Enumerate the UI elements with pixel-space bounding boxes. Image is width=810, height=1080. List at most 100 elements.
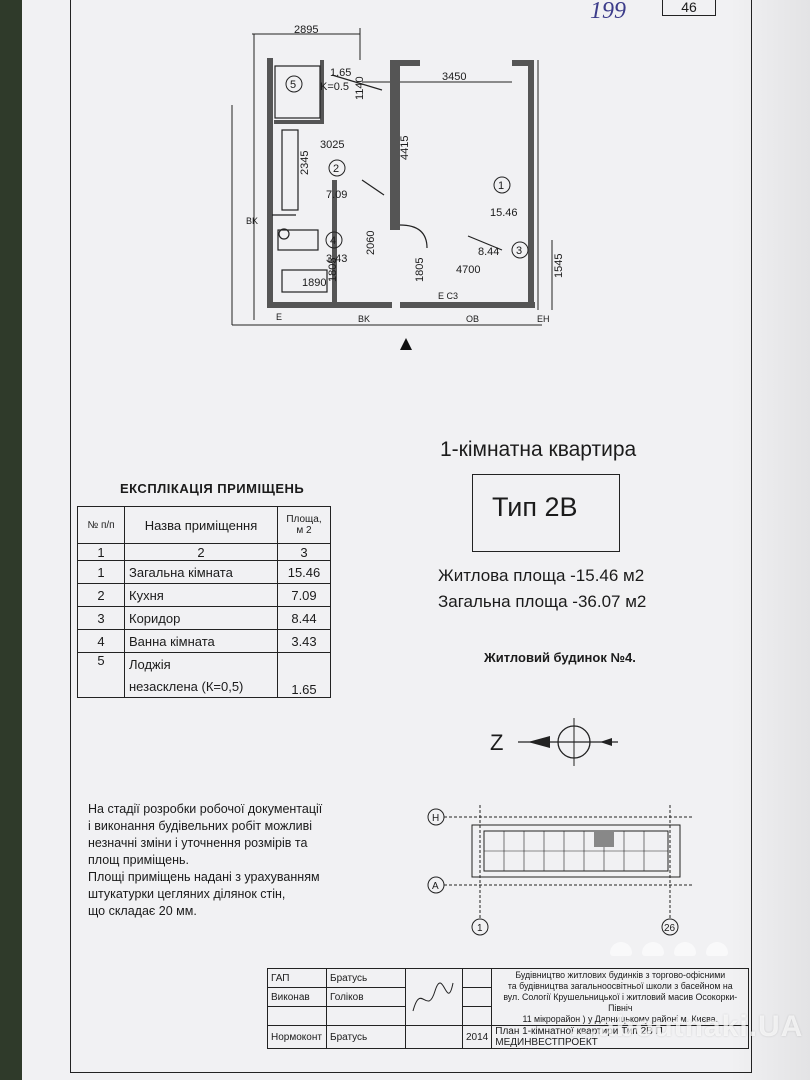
dim-label: 4700 — [456, 264, 480, 276]
table-header-row: № п/п Назва приміщення Площа, м 2 — [77, 506, 331, 544]
room-area: 3.43 — [326, 253, 347, 265]
role-cell: Нормоконт — [267, 1025, 327, 1049]
note-line: На стадії розробки робочої документації — [88, 802, 323, 816]
room-number: 1 — [498, 180, 504, 192]
watermark: ...aboutnaki.UA — [570, 1010, 804, 1043]
table-row: незасклена (К=0,5) — [78, 675, 331, 698]
stage: П — [655, 1026, 663, 1037]
year-cell: 2014 — [461, 1025, 493, 1049]
axis-label: 1 — [477, 923, 483, 934]
dim-label: 1140 — [354, 76, 366, 100]
table-cell: 3 — [77, 606, 125, 630]
notes-block: На стадії розробки робочої документації … — [88, 801, 322, 920]
sheet-type: Тип 2В — [621, 1026, 653, 1037]
explication-title: ЕКСПЛІКАЦІЯ ПРИМІЩЕНЬ — [120, 481, 305, 496]
room-number: 2 — [333, 163, 339, 175]
room-number: 4 — [330, 235, 336, 247]
corner-stamp: 46 — [662, 0, 716, 16]
table-cell: 3 — [277, 543, 331, 561]
dim-label: 2060 — [365, 231, 377, 255]
note-line: Площі приміщень надані з урахуванням — [88, 870, 320, 884]
plan-mark: E — [276, 312, 282, 322]
dim-label: 1805 — [327, 258, 339, 282]
floor-plan: 2895 3450 3025 4415 2345 2060 1805 1805 … — [231, 24, 565, 350]
table-cell: Кухня — [124, 583, 278, 607]
room-coef: K=0.5 — [320, 81, 349, 93]
signature — [412, 982, 454, 1011]
role-cell — [267, 1006, 327, 1026]
table-cell: 1 — [77, 560, 125, 584]
table-header-cell: Назва приміщення — [124, 506, 278, 544]
room-number: 5 — [290, 79, 296, 91]
drawing-sheet: 199 46 — [22, 0, 810, 1080]
table-cell: 5 — [77, 652, 125, 698]
table-cell: 3.43 — [277, 629, 331, 653]
room-area: 15.46 — [490, 207, 518, 219]
table-cell: 8.44 — [277, 606, 331, 630]
note-line: незначні зміни і уточнення розмірів та — [88, 836, 308, 850]
apartment-type: Тип 2В — [492, 492, 578, 522]
table-cell: 4 — [77, 629, 125, 653]
table-cell: 7.09 — [277, 583, 331, 607]
dim-label: 3450 — [442, 71, 466, 83]
table-row: 2 Кухня 7.09 — [77, 583, 331, 607]
project-line: Будівництво житлових будинків з торгово-… — [515, 969, 726, 980]
table-cell: 1 — [77, 543, 125, 561]
dim-label: 1890 — [302, 277, 326, 289]
plan-mark: BK — [358, 314, 370, 324]
building-label: Житловий будинок №4. — [484, 650, 636, 665]
role-cell: Виконав — [267, 987, 327, 1007]
table-index-row: 1 2 3 — [77, 543, 331, 561]
plan-mark: EH — [537, 314, 550, 324]
note-line: що складає 20 мм. — [88, 904, 197, 918]
name-cell: Братусь — [326, 1025, 406, 1049]
table-cell: Ванна кімната — [124, 629, 278, 653]
title-block: ГАП Братусь Будівництво житлових будинкі… — [267, 968, 750, 1049]
project-line: та будівництва загальноосвітньої школи з… — [507, 980, 733, 991]
entrance-arrow-icon — [400, 338, 412, 350]
table-cell: 2 — [77, 583, 125, 607]
table-cell: 1.65 — [277, 652, 331, 698]
role-cell: ГАП — [267, 968, 327, 988]
table-cell: Загальна кімната — [124, 560, 278, 584]
project-line: 11 мікрорайон ) у Дарницькому районі м. … — [522, 1013, 718, 1024]
room-area: 1.65 — [330, 67, 351, 79]
sheet-name: План 1-кімнатної квартири — [495, 1026, 619, 1037]
table-row: 3 Коридор 8.44 — [77, 606, 331, 630]
axis-label: 26 — [664, 923, 676, 934]
dim-label: 1545 — [553, 254, 565, 278]
room-area: 7.09 — [326, 189, 347, 201]
table-header-cell: Площа, м 2 — [277, 506, 331, 544]
table-cell: Лоджія — [124, 652, 278, 675]
table-cell: 15.46 — [277, 560, 331, 584]
table-cell: Коридор — [124, 606, 278, 630]
total-area: Загальна площа -36.07 м2 — [438, 592, 647, 611]
drawing-frame — [70, 0, 752, 1073]
table-row: 1 Загальна кімната 15.46 — [77, 560, 331, 584]
handwritten-sheet-number: 199 — [590, 0, 626, 24]
dim-label: 4415 — [399, 136, 411, 160]
compass-label: Z — [490, 730, 503, 755]
organization: МЕДИНВЕСТПРОЕКТ — [495, 1037, 598, 1048]
plan-mark: BK — [246, 216, 258, 226]
note-line: площ приміщень. — [88, 853, 189, 867]
dim-label: 2895 — [294, 24, 318, 36]
plan-mark: E C3 — [438, 291, 458, 301]
name-cell — [326, 1006, 406, 1026]
table-header-cell: № п/п — [77, 506, 125, 544]
note-line: і виконання будівельних робіт можливі — [88, 819, 313, 833]
apartment-title: 1-кімнатна квартира — [440, 438, 637, 461]
table-cell: незасклена (К=0,5) — [124, 675, 278, 698]
note-line: штукатурки цегляних ділянок стін, — [88, 887, 286, 901]
dim-label: 2345 — [299, 151, 311, 175]
name-cell: Голіков — [326, 987, 406, 1007]
explication-table: № п/п Назва приміщення Площа, м 2 1 2 3 … — [77, 506, 331, 698]
project-cell: Будівництво житлових будинків з торгово-… — [491, 968, 750, 1026]
name-cell: Братусь — [326, 968, 406, 988]
compass-icon: Z — [490, 718, 618, 766]
room-area: 8.44 — [478, 246, 499, 258]
table-row: 4 Ванна кімната 3.43 — [77, 629, 331, 653]
table-cell: 2 — [124, 543, 278, 561]
project-line: вул. Сології Крушельницької і житловий м… — [503, 991, 738, 1013]
room-number: 3 — [516, 245, 522, 257]
